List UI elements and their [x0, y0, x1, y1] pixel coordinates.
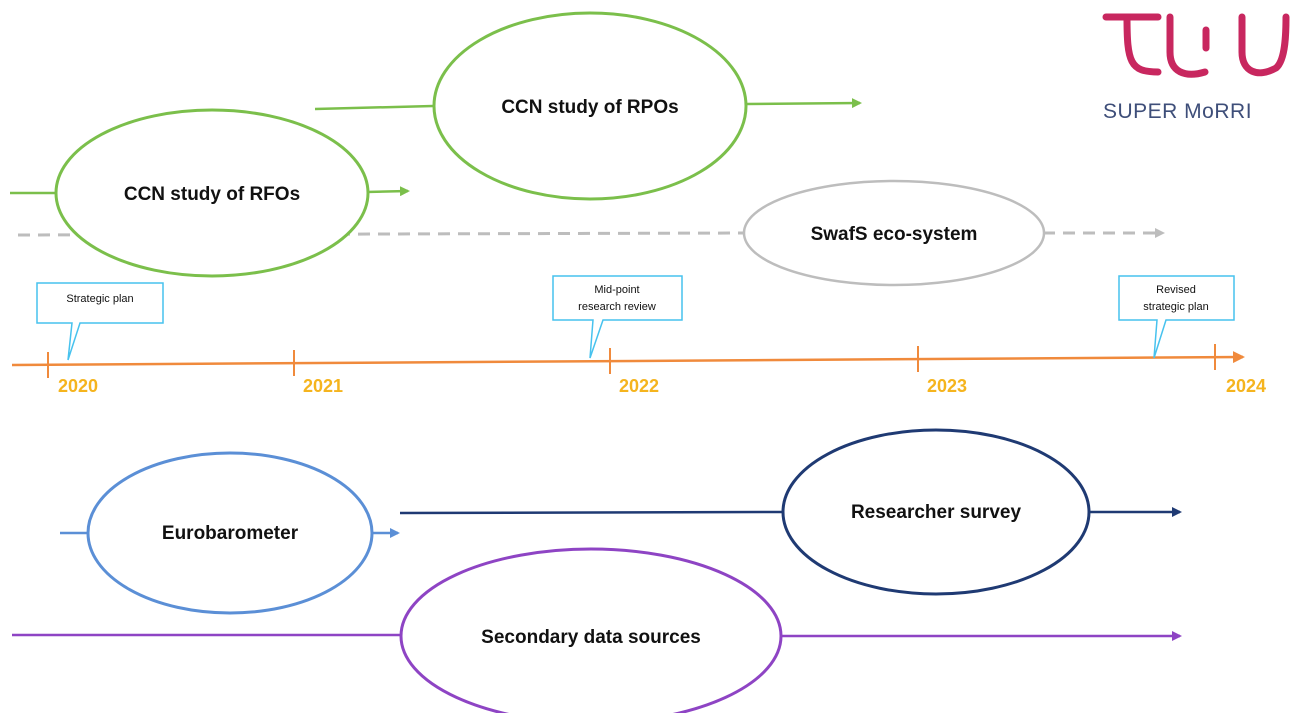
secondary-data-label: Secondary data sources: [481, 627, 701, 648]
ccn-rpos-label: CCN study of RPOs: [501, 97, 678, 118]
midpoint-review-text-line-1: Mid-point: [594, 284, 639, 296]
revised-plan-text-line-2: strategic plan: [1143, 301, 1208, 313]
callout-midpoint-review: Mid-point research review: [552, 275, 683, 359]
swafs-label: SwafS eco-system: [811, 224, 978, 245]
year-label-2022: 2022: [619, 376, 659, 396]
midpoint-review-callout-shape: [552, 275, 683, 359]
logo-text: SUPER MoRRI: [1103, 100, 1252, 123]
researcher-survey-label: Researcher survey: [851, 502, 1021, 523]
logo-mark-icon: [1102, 13, 1290, 78]
midpoint-review-text-line-2: research review: [578, 301, 656, 313]
activity-ccn-rpos: CCN study of RPOs: [314, 11, 862, 201]
revised-plan-text-line-1: Revised: [1156, 284, 1196, 296]
eurobarometer-ellipse: [86, 451, 374, 615]
ccn-rpos-incoming-line: [314, 104, 434, 111]
super-morri-logo: SUPER MoRRI: [1102, 13, 1290, 123]
timeline-axis-arrow: [11, 351, 1245, 367]
year-label-2024: 2024: [1226, 376, 1266, 396]
researcher-survey-ellipse: [781, 428, 1091, 596]
researcher-survey-incoming-line: [399, 510, 786, 515]
revised-plan-callout-shape: [1118, 275, 1235, 359]
year-label-2021: 2021: [303, 376, 343, 396]
activity-ccn-rfos: CCN study of RFOs: [10, 108, 410, 278]
timeline: 2020 2021 2022 2023 2024: [11, 344, 1266, 396]
strategic-plan-callout-shape: [36, 282, 164, 361]
activity-researcher-survey: Researcher survey: [399, 428, 1182, 596]
swafs-ellipse: [742, 179, 1046, 287]
callout-strategic-plan: Strategic plan: [36, 282, 164, 361]
callout-revised-plan: Revised strategic plan: [1118, 275, 1235, 359]
ccn-rfos-label: CCN study of RFOs: [124, 184, 300, 205]
ccn-rpos-ellipse: [432, 11, 748, 201]
year-label-2020: 2020: [58, 376, 98, 396]
year-label-2023: 2023: [927, 376, 967, 396]
activity-secondary-data: Secondary data sources: [12, 547, 1182, 713]
ccn-rfos-ellipse: [54, 108, 370, 278]
ccn-rfos-outgoing-arrow: [365, 186, 410, 197]
eurobarometer-label: Eurobarometer: [162, 523, 299, 544]
activity-eurobarometer: Eurobarometer: [60, 451, 400, 615]
ccn-rpos-outgoing-arrow: [744, 98, 862, 109]
strategic-plan-text: Strategic plan: [66, 293, 133, 305]
secondary-data-ellipse: [399, 547, 783, 713]
